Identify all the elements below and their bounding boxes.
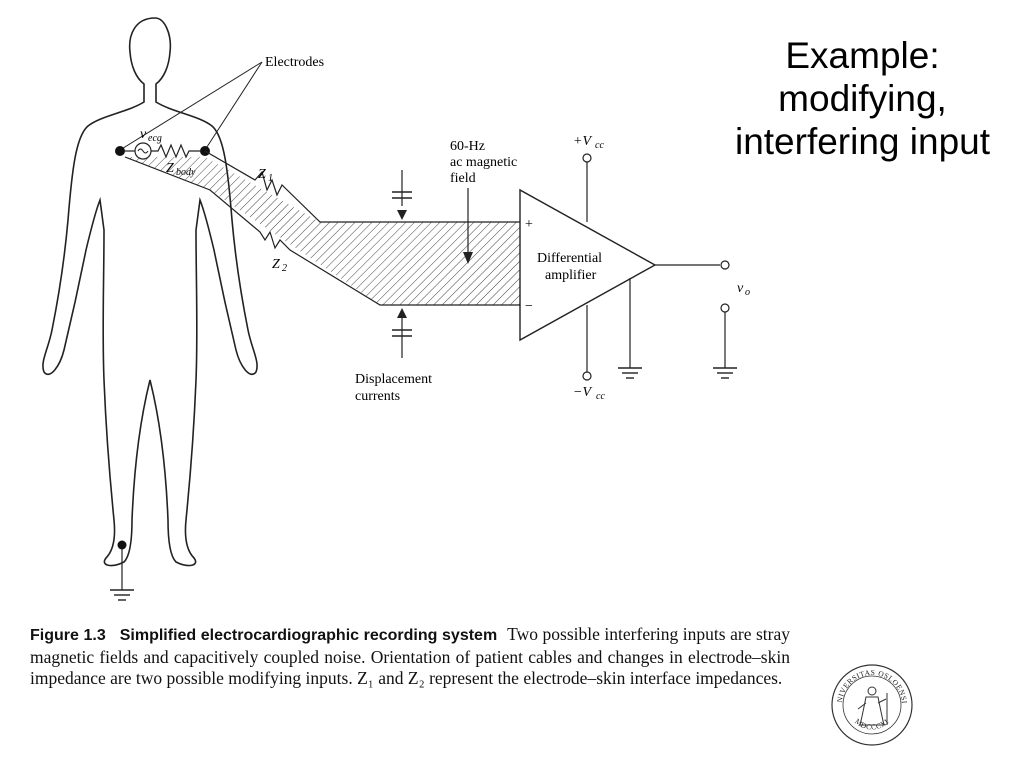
- zbody-resistor-icon: [151, 143, 200, 159]
- vcc-pos-sub-label: cc: [595, 140, 604, 151]
- z1-sub-label: 1: [268, 173, 273, 184]
- vo-sub-label: o: [745, 287, 750, 298]
- foot-ground-icon: [110, 589, 134, 601]
- seal-text-bottom: MDCCCXI: [853, 717, 890, 732]
- cable-loop-area: [125, 157, 520, 305]
- figure-caption: Figure 1.3 Simplified electrocardiographi…: [30, 624, 790, 690]
- electrode-left: [115, 146, 125, 156]
- field-label-line1: 60-Hz: [450, 139, 485, 154]
- amp-label-line1: Differential: [537, 251, 602, 266]
- figure-caption-text: Two possible interfering inputs are stra…: [30, 624, 791, 688]
- z1-label: Z: [258, 167, 266, 182]
- z2-sub-label: 2: [282, 263, 287, 274]
- z2-label: Z: [272, 257, 280, 272]
- vo-label: v: [737, 281, 744, 296]
- electrodes-label: Electrodes: [265, 55, 324, 70]
- vcc-neg-sub-label: cc: [596, 391, 605, 402]
- output-ground-terminal: [720, 303, 730, 313]
- vecg-label: v: [140, 127, 147, 142]
- output-ground-icon: [713, 367, 737, 379]
- slide-title-line2: modifying,: [778, 78, 947, 119]
- output-terminal: [720, 260, 730, 270]
- differential-amplifier-icon: [519, 188, 657, 342]
- vecg-sub-label: ecg: [148, 133, 162, 144]
- field-arrow-icon: [463, 252, 473, 264]
- vcc-neg-label: −V: [573, 385, 592, 400]
- ecg-recording-diagram: Electrodes v ecg Z body Z 1 Z 2: [42, 17, 750, 601]
- displacement-label-line1: Displacement: [355, 372, 432, 387]
- displacement-label-line2: currents: [355, 389, 400, 404]
- figure-number: Figure 1.3: [30, 627, 106, 644]
- slide-title-line1: Example:: [785, 35, 940, 76]
- electrode-foot: [117, 540, 127, 550]
- amp-ground-icon: [618, 367, 642, 379]
- university-seal-logo: UNIVERSITAS OSLOENSIS MDCCCXI: [830, 663, 913, 746]
- field-label-line3: field: [450, 171, 476, 186]
- svg-text:MDCCCXI: MDCCCXI: [853, 717, 890, 732]
- figure-title: Simplified electrocardiographic recordin…: [119, 627, 498, 644]
- amp-minus-label: −: [525, 299, 533, 314]
- amp-label-line2: amplifier: [545, 268, 597, 283]
- human-body-outline: [42, 17, 258, 567]
- slide-title-line3: interfering input: [734, 121, 991, 162]
- amp-plus-label: +: [525, 217, 533, 232]
- vcc-pos-label: +V: [573, 134, 592, 149]
- seal-figure-icon: [857, 686, 888, 726]
- field-label-line2: ac magnetic: [450, 155, 517, 170]
- slide-title: Example: modifying, interfering input: [720, 34, 1005, 163]
